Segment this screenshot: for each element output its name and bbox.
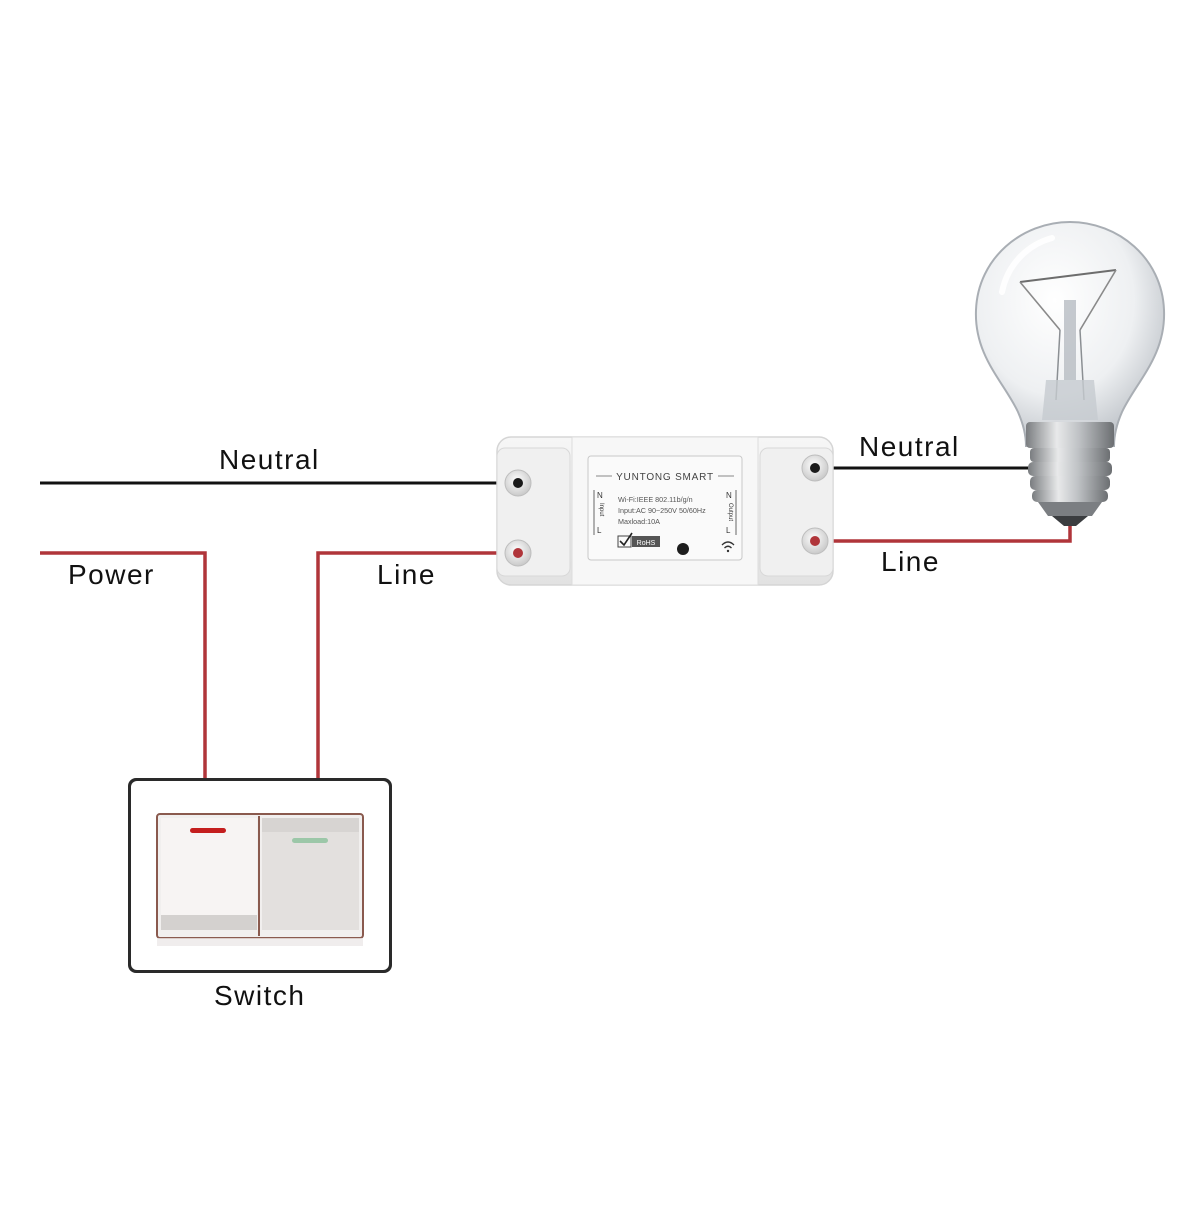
input-l-label: L (597, 526, 602, 535)
rohs-label: RoHS (637, 540, 656, 547)
line-output-wire (815, 518, 1072, 543)
input-label: Input (598, 503, 604, 517)
output-l-label: L (726, 526, 731, 535)
input-n-label: N (597, 491, 603, 500)
power-wire (40, 551, 207, 778)
wires (40, 466, 1072, 778)
module-brand: YUNTONG SMART (616, 472, 714, 483)
line-output-label: Line (881, 546, 940, 577)
output-n-label: N (726, 491, 732, 500)
terminal-input-line (504, 539, 532, 567)
module-spec-maxload: Maxload:10A (618, 517, 660, 526)
module-spec-wifi: Wi-Fi:IEEE 802.11b/g/n (618, 495, 693, 504)
line-input-label: Line (377, 559, 436, 590)
switch-label: Switch (214, 980, 306, 1011)
check-icon (617, 532, 633, 548)
module-pair-button[interactable] (677, 543, 689, 555)
module-spec-input: Input:AC 90~250V 50/60Hz (618, 506, 706, 515)
terminal-input-neutral (504, 469, 532, 497)
neutral-input-label: Neutral (219, 444, 320, 475)
wifi-icon (721, 541, 735, 553)
line-input-wire (316, 551, 518, 778)
output-label: Output (727, 503, 733, 521)
neutral-output-label: Neutral (859, 431, 960, 462)
power-label: Power (68, 559, 155, 590)
terminal-output-neutral (801, 454, 829, 482)
wall-switch (128, 778, 392, 973)
switch-rocker-right[interactable] (262, 818, 359, 930)
light-bulb-icon (974, 220, 1166, 526)
terminal-output-line (801, 527, 829, 555)
switch-rocker-left[interactable] (161, 818, 257, 930)
smart-switch-module: YUNTONG SMART Wi-Fi:IEEE 802.11b/g/n Inp… (496, 436, 834, 586)
